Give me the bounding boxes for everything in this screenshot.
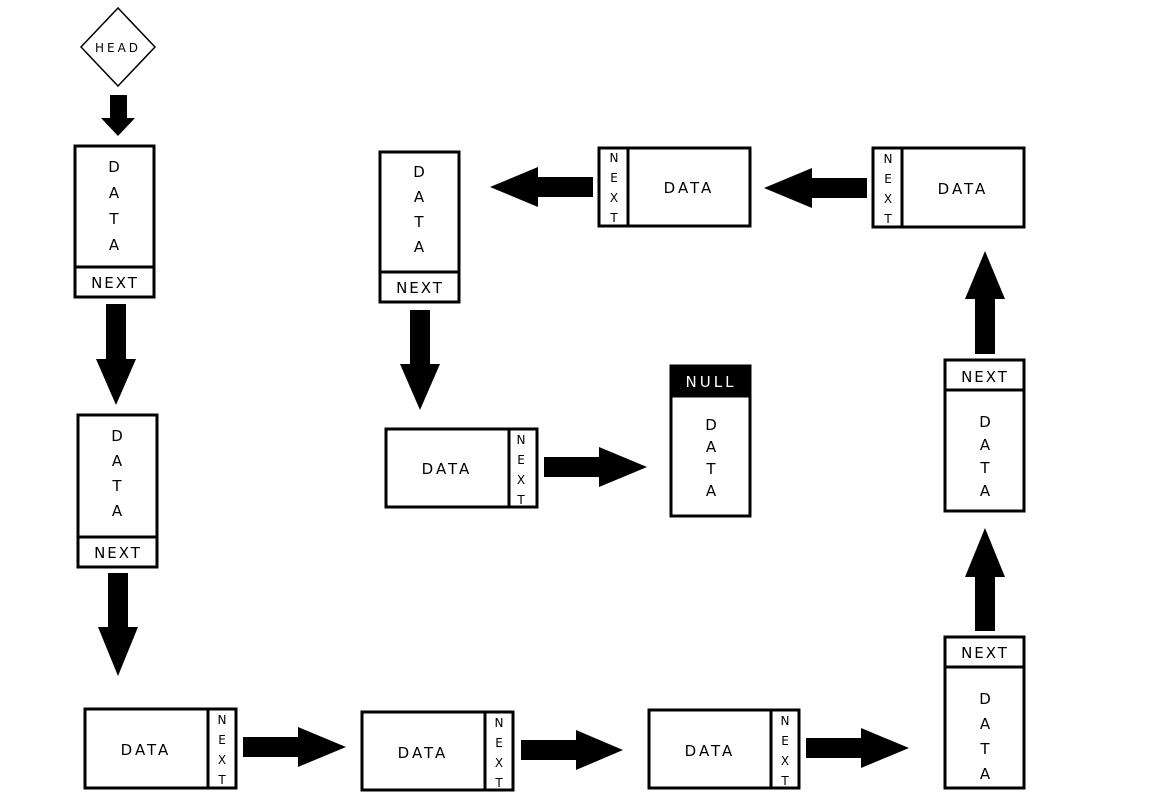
- next-cell: [597, 146, 630, 228]
- next-cell: [871, 146, 904, 229]
- data-label: DATA: [121, 741, 172, 759]
- data-cell: [647, 708, 773, 790]
- data-cell: [378, 150, 461, 274]
- next-cell: [943, 358, 1026, 392]
- arrow-right: [243, 727, 346, 767]
- data-label: DATA: [685, 742, 736, 760]
- data-cell: [76, 413, 159, 539]
- data-label: DATA: [422, 460, 473, 478]
- null-label: NULL: [686, 373, 737, 391]
- next-cell: [378, 270, 461, 304]
- data-cell: [900, 146, 1026, 229]
- next-label: NEXT: [396, 279, 444, 297]
- null-cell: [669, 364, 752, 398]
- next-label: NEXT: [961, 644, 1009, 662]
- arrow-down: [400, 310, 440, 410]
- data-cell: [384, 427, 511, 509]
- next-label: NEXT: [91, 274, 139, 292]
- next-label: NEXT: [961, 368, 1009, 386]
- arrow-up: [965, 528, 1005, 631]
- data-label: DATA: [938, 180, 989, 198]
- data-label: DATA: [398, 744, 449, 762]
- arrow-left: [490, 167, 593, 207]
- next-label: NEXT: [94, 544, 142, 562]
- data-cell: [669, 394, 752, 518]
- arrow-right: [806, 728, 909, 768]
- arrow-up: [965, 251, 1005, 354]
- arrow-down: [101, 95, 135, 136]
- next-cell: [769, 708, 801, 790]
- next-cell: [507, 427, 539, 509]
- next-cell: [73, 265, 156, 299]
- next-cell: [483, 710, 515, 792]
- next-cell: [943, 635, 1026, 669]
- next-cell: [76, 535, 159, 569]
- data-cell: [360, 710, 487, 792]
- data-label: DATA: [664, 179, 715, 197]
- arrow-left: [764, 168, 867, 208]
- arrow-down: [96, 304, 136, 405]
- head-node: HEAD: [79, 6, 157, 88]
- data-cell: [943, 665, 1026, 790]
- next-cell: [206, 707, 238, 790]
- arrow-right: [521, 730, 623, 770]
- arrow-right: [544, 447, 647, 487]
- data-cell: [943, 388, 1026, 513]
- data-cell: [73, 144, 156, 269]
- head-diamond: [79, 6, 157, 88]
- head-label: HEAD: [95, 41, 141, 55]
- data-cell: [626, 146, 752, 228]
- arrow-down: [98, 573, 138, 676]
